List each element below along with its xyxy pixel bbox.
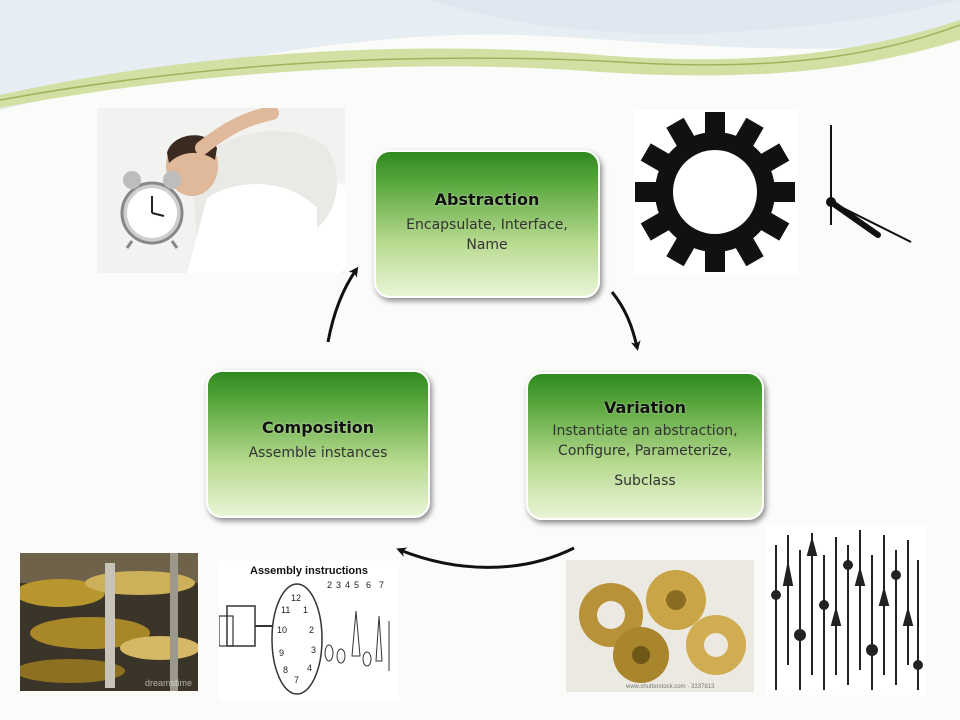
svg-text:11: 11 <box>281 605 290 615</box>
svg-text:9: 9 <box>279 648 284 658</box>
gear-icon <box>635 112 795 272</box>
alarm-clock-icon <box>120 171 184 249</box>
abstraction-box: Abstraction Encapsulate, Interface, Name <box>374 150 600 298</box>
composition-description-line1: Assemble instances <box>248 445 388 461</box>
svg-text:2: 2 <box>309 625 314 635</box>
svg-text:7: 7 <box>379 580 384 590</box>
gear-clock-image <box>633 110 933 275</box>
clock-mechanism-photo: dreamstime <box>20 553 198 691</box>
svg-text:8: 8 <box>283 665 288 675</box>
svg-text:4: 4 <box>307 663 312 673</box>
assembly-diagram: 12 11 1 10 2 9 3 8 4 7 2 3 4 5 6 7 <box>219 580 390 695</box>
clock-hands-icon <box>826 125 912 243</box>
abstraction-description-line2: Name <box>466 237 508 253</box>
svg-text:3: 3 <box>336 580 341 590</box>
variation-title: Variation <box>604 398 686 417</box>
clock-hands-photo <box>766 525 926 695</box>
abstraction-description-line1: Encapsulate, Interface, <box>406 217 568 233</box>
golden-gears-photo: www.shutterstock.com · 3337813 <box>566 560 754 692</box>
composition-box: Composition Assemble instances <box>206 370 430 518</box>
waking-man-photo <box>97 108 345 273</box>
shutterstock-watermark: www.shutterstock.com · 3337813 <box>625 684 715 690</box>
arrow-abstraction-to-variation <box>610 291 641 351</box>
arrow-composition-to-abstraction <box>326 266 359 343</box>
dreamstime-watermark: dreamstime <box>145 678 192 688</box>
abstraction-title: Abstraction <box>434 190 540 209</box>
svg-text:12: 12 <box>291 593 301 603</box>
svg-text:7: 7 <box>294 675 299 685</box>
svg-text:1: 1 <box>303 605 308 615</box>
svg-text:6: 6 <box>366 580 371 590</box>
header-swoosh <box>0 0 960 110</box>
svg-text:10: 10 <box>277 625 287 635</box>
assembly-instructions-title: Assembly instructions <box>250 565 368 577</box>
svg-text:4: 4 <box>345 580 350 590</box>
composition-title: Composition <box>261 418 375 437</box>
assembly-instructions-image: 12 11 1 10 2 9 3 8 4 7 2 3 4 5 6 7 <box>219 561 399 701</box>
svg-text:5: 5 <box>354 580 359 590</box>
variation-box: Variation Instantiate an abstraction, Co… <box>526 372 764 520</box>
arrow-variation-to-composition <box>396 546 575 569</box>
variation-description-line2: Configure, Parameterize, <box>558 443 732 459</box>
svg-text:2: 2 <box>327 580 332 590</box>
svg-text:3: 3 <box>311 645 316 655</box>
variation-description-line3: Subclass <box>614 473 676 489</box>
variation-description-line1: Instantiate an abstraction, <box>552 423 738 439</box>
